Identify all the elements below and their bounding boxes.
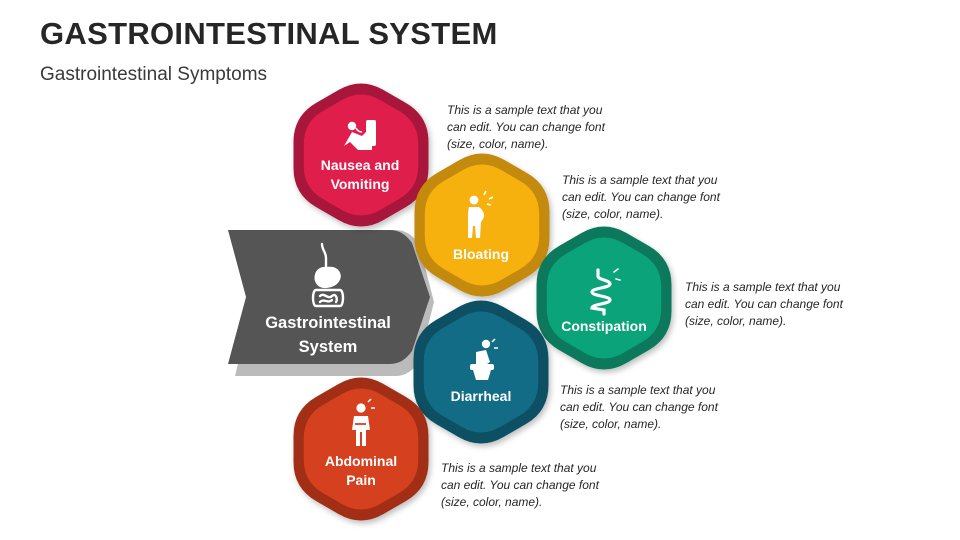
hex-label-line: Vomiting — [330, 176, 390, 192]
hexagon-fill — [303, 94, 419, 216]
hex-label-line: Abdominal — [324, 453, 398, 469]
hexagon-bloating — [414, 153, 550, 297]
hex-label-nausea-vomiting: Nausea and Vomiting — [300, 156, 420, 194]
center-label-line: Gastrointestinal — [265, 314, 391, 332]
description-diarrheal: This is a sample text that you can edit.… — [560, 383, 718, 431]
center-label-line: System — [298, 338, 358, 356]
page-title: GASTROINTESTINAL SYSTEM — [40, 16, 498, 51]
hexagon-nausea-vomiting — [293, 83, 429, 227]
hex-label-bloating: Bloating — [421, 245, 541, 264]
page-subtitle: Gastrointestinal Symptoms — [40, 64, 268, 85]
toilet-person-icon — [470, 338, 498, 380]
hex-label-line: Pain — [346, 472, 376, 488]
description-bloating: This is a sample text that you can edit.… — [562, 173, 720, 221]
center-label: Gastrointestinal System — [243, 311, 413, 359]
description-abdominal-pain: This is a sample text that you can edit.… — [441, 461, 599, 509]
intestine-icon — [590, 268, 621, 316]
digestive-system-icon — [311, 242, 345, 308]
hexagon-fill — [303, 388, 419, 510]
hex-label-line: Bloating — [453, 246, 509, 262]
hexagon-fill — [424, 164, 540, 286]
hex-label-constipation: Constipation — [544, 317, 664, 336]
hex-label-line: Diarrheal — [450, 388, 512, 404]
abdominal-pain-person-icon — [352, 398, 375, 446]
hex-label-line: Constipation — [561, 318, 647, 334]
description-constipation: This is a sample text that you can edit.… — [685, 280, 843, 328]
description-nausea-vomiting: This is a sample text that you can edit.… — [447, 103, 605, 151]
vomiting-person-icon — [344, 120, 376, 150]
hex-label-line: Nausea and — [320, 157, 400, 173]
hex-label-diarrheal: Diarrheal — [421, 387, 541, 406]
hexagon-abdominal-pain — [293, 377, 429, 521]
hex-label-abdominal-pain: Abdominal Pain — [301, 452, 421, 490]
bloating-person-icon — [468, 190, 494, 238]
